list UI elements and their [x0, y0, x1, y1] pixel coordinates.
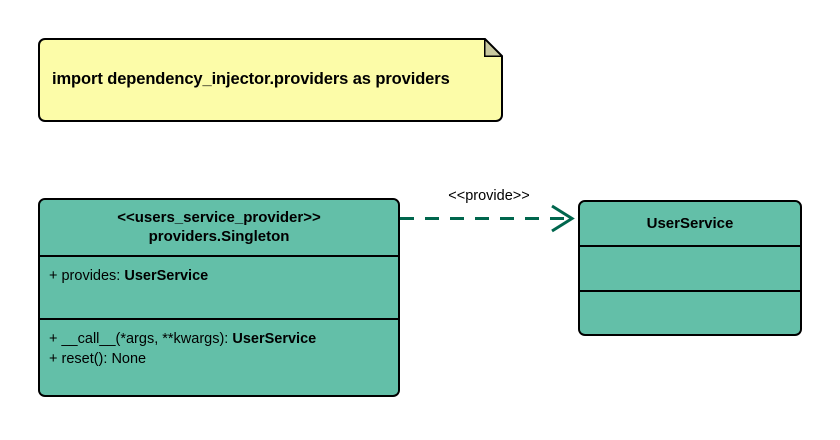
class-name: providers.Singleton [148, 228, 290, 246]
attribute-signature: + provides: [49, 267, 125, 284]
class-attributes-compartment: + provides: UserService [40, 254, 398, 318]
class-name: UserService [646, 214, 734, 232]
method-signature: + __call__(*args, **kwargs): [49, 330, 233, 347]
class-methods-compartment [580, 289, 800, 333]
class-attributes-compartment [580, 244, 800, 290]
class-title-compartment: UserService [580, 202, 800, 245]
relation-label: <<provide>> [448, 188, 530, 204]
class-stereotype: <<users_service_provider>> [117, 209, 321, 227]
method-signature: + reset(): None [49, 350, 147, 367]
method-row: + __call__(*args, **kwargs): UserService [49, 329, 398, 349]
attribute-type: UserService [124, 267, 209, 284]
class-title-compartment: <<users_service_provider>> providers.Sin… [40, 200, 398, 255]
note-text: import dependency_injector.providers as … [52, 70, 450, 88]
method-return-type: UserService [232, 330, 317, 347]
class-methods-compartment: + __call__(*args, **kwargs): UserService… [40, 317, 398, 394]
class-box-users-service-provider[interactable]: <<users_service_provider>> providers.Sin… [38, 198, 400, 397]
class-box-user-service[interactable]: UserService [578, 200, 802, 336]
relation-arrowhead-icon [551, 204, 575, 233]
method-row: + reset(): None [49, 349, 398, 369]
attribute-row: + provides: UserService [49, 266, 398, 286]
note-box[interactable] [38, 38, 503, 122]
